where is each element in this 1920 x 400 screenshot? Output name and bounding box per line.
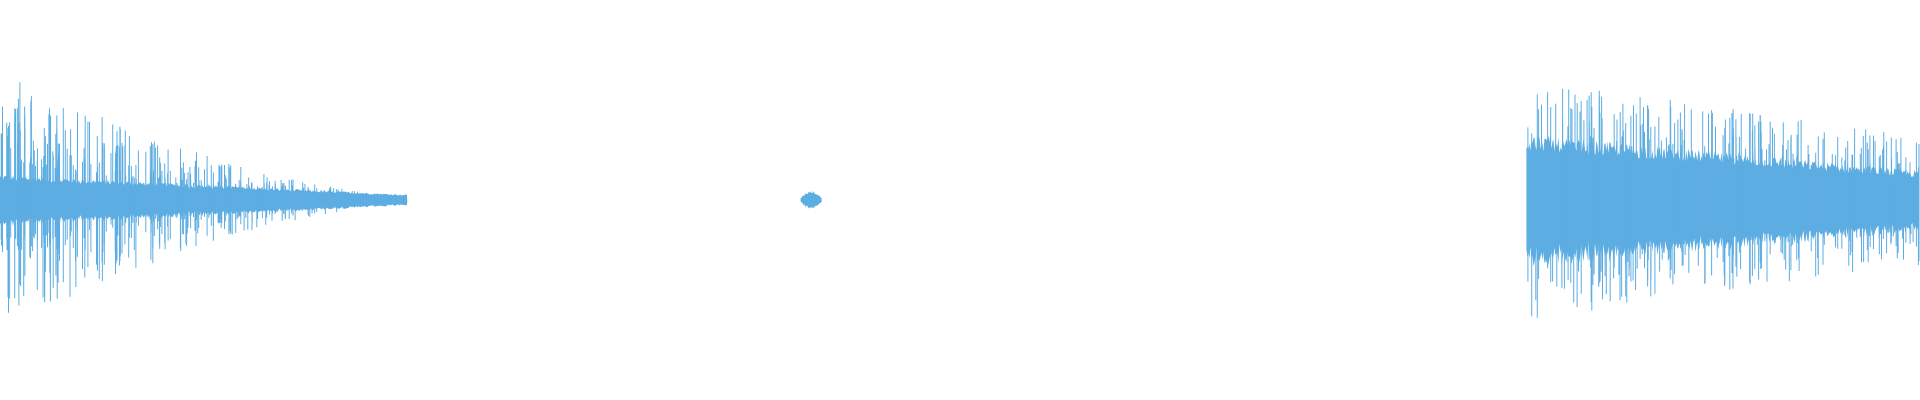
waveform-segment-2 [800, 191, 822, 209]
waveform-segment-1 [0, 82, 408, 313]
waveform-segment-3 [1526, 89, 1920, 318]
